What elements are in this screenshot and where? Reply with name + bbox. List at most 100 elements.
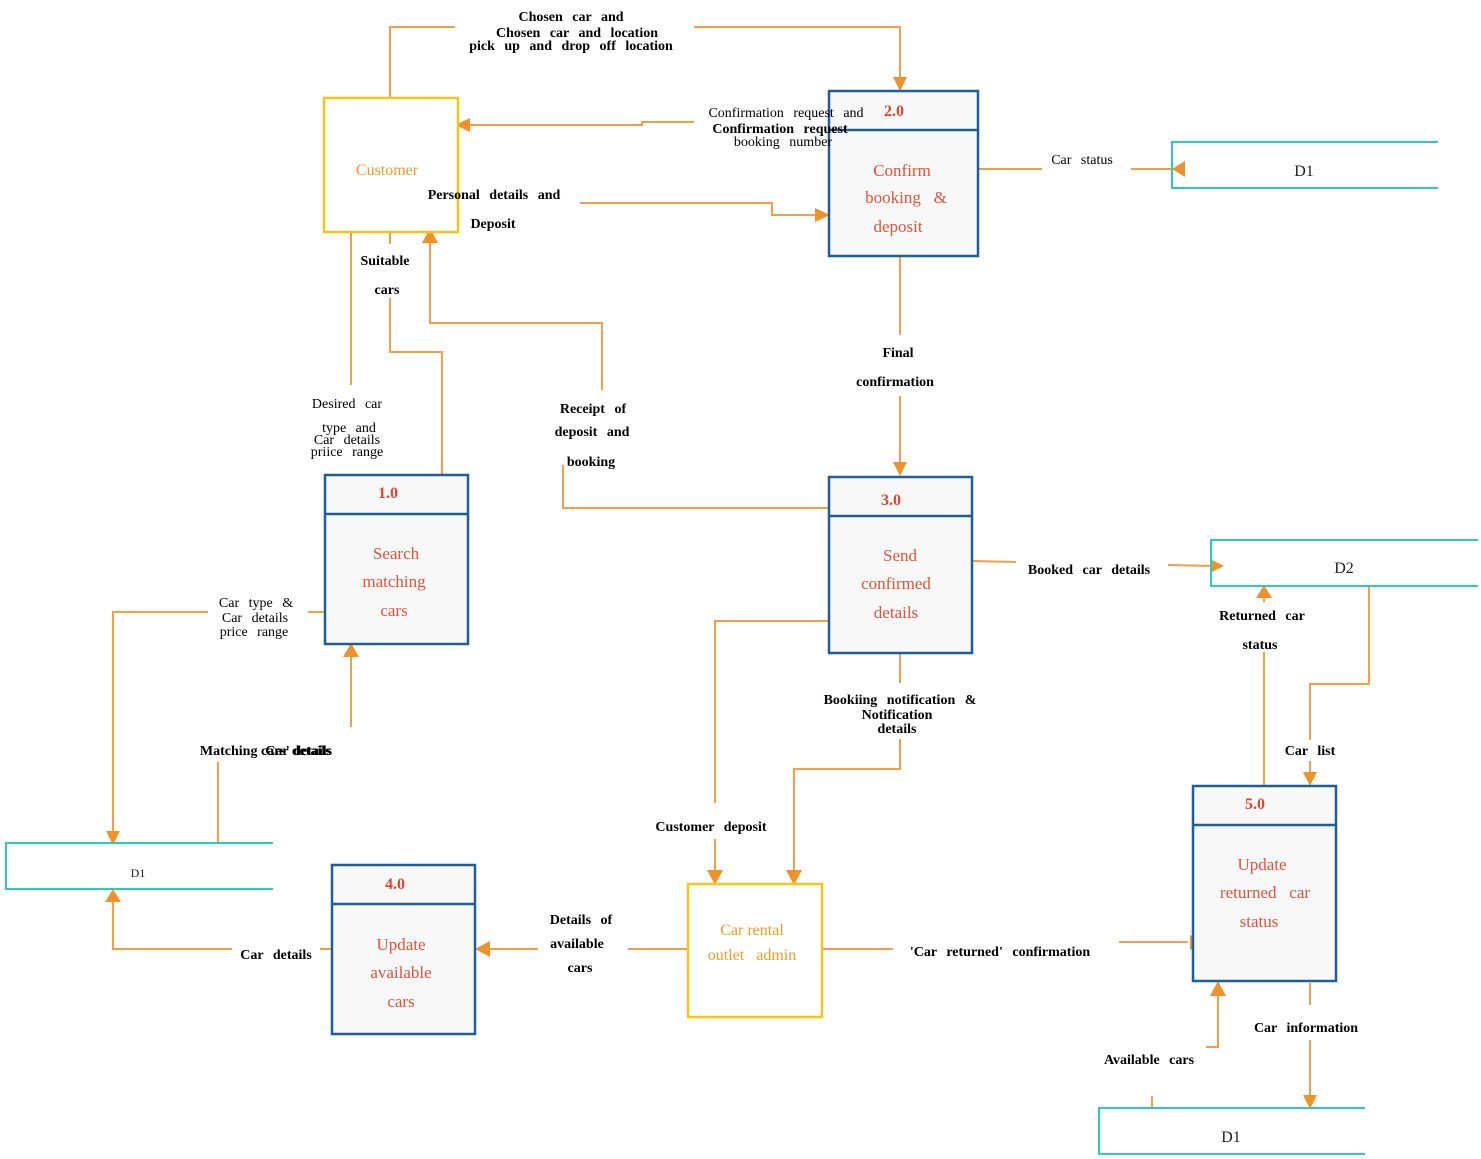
flow-label-booking-notification: Notification [862, 708, 933, 723]
process-number: 3.0 [881, 492, 901, 509]
process-1-search-cars: 1.0 Search matching cars [323, 473, 470, 646]
flow-lines [112, 26, 1370, 1108]
flow-label-personal-details: Personal details and [428, 188, 561, 203]
flow-label-receipt: Receipt of [560, 402, 627, 417]
process-label-line: Search [373, 544, 420, 563]
flow-label-chosen-car: pick up and drop off location [469, 39, 673, 54]
flow-labels: Chosen car and Chosen car and location p… [200, 10, 1358, 1068]
flow-chosen-car [389, 26, 455, 98]
flow-booked-b [1167, 564, 1214, 567]
arrow-into-d2-bottom [1256, 585, 1272, 598]
flow-label-customer-deposit: Customer deposit [655, 820, 766, 835]
flow-booked-a [971, 560, 1017, 563]
flow-label-matching-cars: Car details [265, 744, 331, 759]
arrow-into-admin-a [707, 870, 723, 885]
arrow-into-d2 [1210, 559, 1224, 573]
arrowheads [105, 77, 1317, 1109]
flow-label-details-available: cars [568, 961, 593, 976]
arrow-into-p1-bottom [343, 643, 359, 657]
flow-label-final-confirmation: Final [882, 346, 913, 361]
flow-label-available-cars: Available cars [1104, 1053, 1195, 1068]
flow-label-suitable-cars: cars [375, 283, 400, 298]
flow-notification-b [793, 739, 901, 872]
process-label-line: status [1240, 912, 1279, 931]
arrow-into-d1-left-top [106, 831, 120, 845]
arrow-into-customer-bottom-b [422, 228, 438, 243]
data-store-label: D1 [1221, 1129, 1241, 1146]
flow-car-type-a [112, 611, 208, 833]
flow-label-chosen-car: Chosen car and location [496, 26, 658, 41]
flow-personal-details [580, 202, 818, 216]
arrow-into-p2-top [893, 77, 907, 91]
process-label-line: Update [1237, 855, 1286, 874]
process-label-line: Confirm [873, 161, 931, 180]
flow-label-car-returned: 'Car returned' confirmation [910, 945, 1090, 960]
flow-label-personal-details: Deposit [470, 217, 515, 232]
process-2-confirm-booking: 2.0 Confirm booking & deposit [827, 89, 980, 258]
process-number: 1.0 [378, 485, 398, 502]
process-label-line: available [370, 963, 431, 982]
process-label-line: cars [387, 992, 414, 1011]
process-label-line: deposit [873, 217, 922, 236]
arrow-into-p3-top [893, 462, 907, 476]
flow-car-details [112, 900, 232, 950]
flow-label-car-information: Car information [1254, 1021, 1358, 1036]
arrow-into-p5-bottom [1210, 981, 1226, 996]
flow-car-list [1309, 586, 1370, 740]
process-number: 2.0 [884, 103, 904, 120]
data-store-d2: D2 [1210, 539, 1478, 587]
flow-label-car-type: Car type & [219, 596, 293, 611]
arrow-into-customer-right [455, 118, 470, 132]
flow-label-confirmation-request: Confirmation request and [708, 106, 863, 121]
process-label-line: confirmed [861, 574, 931, 593]
flow-label-confirmation-request: booking number [734, 135, 832, 150]
arrow-into-p5-top [1303, 772, 1317, 786]
flow-confirmation-request [468, 121, 694, 126]
arrow-into-d1-left-bottom [105, 889, 121, 902]
process-4-update-available: 4.0 Update available cars [330, 863, 477, 1036]
flow-label-car-status: Car status [1051, 153, 1113, 168]
flow-receipt-a [429, 240, 603, 390]
external-entity-customer: Customer [322, 96, 460, 234]
data-store-d1-left: D1 [5, 842, 273, 890]
flow-label-desired-car: Car details [314, 433, 380, 448]
flow-label-confirmation-request: Confirmation request [712, 122, 848, 137]
process-label-line: matching [362, 572, 426, 591]
flow-label-receipt: booking [567, 455, 615, 470]
flow-label-details-available: available [550, 937, 604, 952]
customer-label: Customer [356, 162, 419, 179]
flow-label-final-confirmation: confirmation [856, 375, 934, 390]
flow-label-returned-car-status: status [1242, 638, 1278, 653]
data-store-label: D1 [131, 866, 146, 880]
data-store-label: D1 [1294, 163, 1314, 180]
flow-label-car-type: Car details [222, 611, 288, 626]
process-label-line: Send [883, 546, 918, 565]
process-5-update-returned: 5.0 Update returned car status [1191, 784, 1338, 983]
flow-label-car-details: Car details [240, 948, 312, 963]
process-number: 5.0 [1245, 796, 1265, 813]
flow-label-suitable-cars: Suitable [360, 254, 409, 269]
flow-label-booked-car-details: Booked car details [1028, 563, 1151, 578]
flow-label-booking-notification: Bookiing notification & [824, 693, 977, 708]
arrow-into-d1-bottom [1303, 1095, 1317, 1109]
flow-receipt-b [562, 465, 828, 509]
flow-label-desired-car: type and [322, 421, 376, 436]
flow-label-booking-notification: details [878, 722, 917, 737]
flow-label-details-available: Details of [550, 913, 613, 928]
flow-suitable-cars [389, 298, 443, 474]
process-label-line: Update [376, 935, 425, 954]
flow-label-desired-car: priice range [311, 445, 383, 460]
flow-label-car-type: price range [220, 625, 289, 640]
process-number: 4.0 [385, 876, 405, 893]
flow-customer-deposit [714, 620, 828, 803]
arrow-into-p4-right [475, 941, 490, 957]
data-store-d1-top: D1 [1171, 141, 1438, 189]
arrow-into-p2-left [815, 208, 830, 222]
external-entity-admin: Car rental outlet admin [686, 882, 824, 1019]
process-label-line: returned car [1220, 883, 1310, 902]
admin-label-line1: Car rental [720, 922, 784, 939]
flow-label-matching-cars: Matching cars' details [200, 744, 333, 759]
data-store-d1-bottom: D1 [1098, 1107, 1365, 1155]
process-label-line: details [874, 603, 918, 622]
